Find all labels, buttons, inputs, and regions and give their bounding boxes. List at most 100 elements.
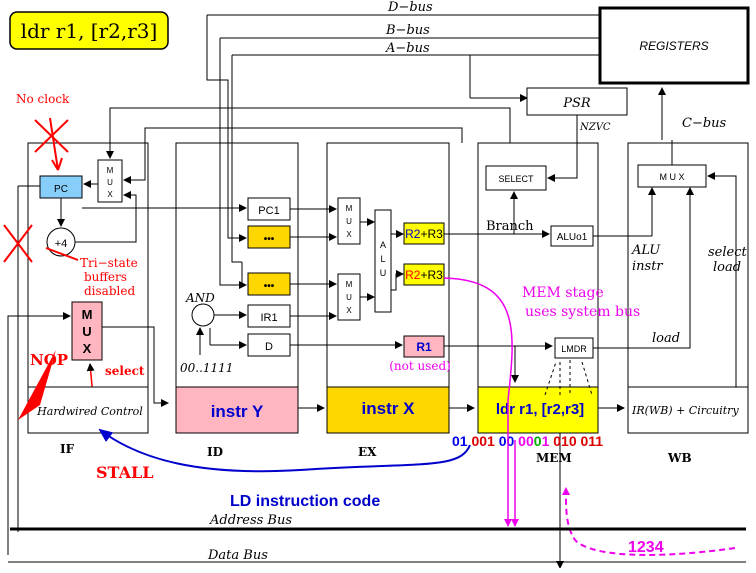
plus4-label: +4 [55, 238, 68, 250]
select-label: select [105, 364, 145, 378]
address-bus-label: Address Bus [209, 513, 292, 528]
select-box [485, 165, 547, 191]
wb-select-load: select [708, 245, 747, 260]
code-bit-group: 010 [549, 433, 576, 449]
ones-label: 00..1111 [180, 361, 233, 375]
branch-label: Branch [486, 219, 534, 234]
psr-flags-label: NZVC [579, 122, 611, 133]
ld-code-label: LD instruction code [230, 493, 380, 510]
ex-stage-label: EX [358, 445, 377, 459]
mux-letter: X [107, 190, 113, 199]
instr-y-box [175, 386, 299, 434]
wb-alu-instr: ALU [631, 243, 661, 258]
nop-arrow [18, 350, 56, 420]
b-bus-label: B−bus [385, 23, 430, 38]
psr-box: PSR [526, 87, 628, 116]
mux-letter: X [346, 306, 352, 315]
alu-unit: A L U [374, 209, 392, 313]
alu-letter: A [380, 240, 386, 250]
dots-label: ••• [264, 281, 275, 292]
wb-stage-label: WB [667, 451, 692, 465]
tri-state-line: Tri−state [80, 256, 138, 270]
mux-letter: X [346, 230, 352, 239]
hardwired-control [27, 386, 149, 434]
mem-note-line: MEM stage [522, 285, 604, 301]
address-path-arrow [443, 277, 513, 527]
mem-instr-label: ldr r1, [r2,r3] [496, 401, 584, 418]
bus-taps [206, 15, 528, 289]
plus4-adder: +4 [46, 227, 76, 257]
mux-letter: U [346, 293, 352, 302]
d-bus-label: D−bus [387, 0, 433, 15]
tri-state-x-icon [3, 224, 33, 263]
instr-x-label: instr X [362, 399, 416, 418]
ex-mux-bottom: M U X [337, 273, 361, 321]
registers-label: REGISTERS [639, 39, 708, 53]
if-small-mux: M U X [97, 159, 123, 203]
r1-label: R1 [416, 340, 432, 354]
mux-letter: U [107, 178, 113, 187]
mux-letter: M [346, 280, 353, 289]
wb-ir-label: IR(WB) + Circuitry [631, 404, 739, 417]
id-stage-label: ID [207, 445, 223, 459]
aluo1-label: ALUo1 [557, 232, 588, 243]
if-stage-label: IF [60, 442, 75, 456]
and-gate [191, 303, 215, 327]
tri-state-arrow [45, 247, 79, 261]
mux-letter: M [82, 307, 93, 322]
if-big-mux: M U X [71, 301, 103, 361]
code-bit-group: 01 [452, 433, 468, 449]
nop-label: NOP [30, 351, 68, 369]
mem-stage-label: MEM [536, 451, 572, 465]
registers-box: REGISTERS [598, 6, 750, 85]
code-bit-group: 011 [577, 433, 604, 449]
alu-letter: L [380, 254, 385, 264]
mux-letter: X [83, 341, 92, 356]
instr-y-label: instr Y [211, 402, 264, 421]
title-text: ldr r1, [r2,r3] [21, 19, 158, 43]
tri-state-line: disabled [84, 284, 135, 298]
data-bus-label: Data Bus [207, 548, 268, 563]
bus-lines [207, 14, 600, 56]
mux-letter: M [346, 204, 353, 213]
wb-ir-box [627, 386, 749, 434]
ex-mux-top: M U X [337, 197, 361, 245]
wb-alu-instr: instr [632, 259, 663, 274]
a-bus-label: A−bus [385, 41, 430, 56]
r2r3-register-bottom [403, 263, 445, 286]
dots-label: ••• [264, 234, 275, 245]
d-label: D [265, 341, 273, 353]
title-box: ldr r1, [r2,r3] [9, 11, 169, 50]
ld-code-arrow [98, 428, 471, 473]
code-bit-group: 00 [495, 433, 515, 449]
mux-letter: M [107, 166, 114, 175]
select-box-label: SELECT [498, 174, 534, 184]
code-bit-group: 00 [514, 433, 534, 449]
no-clock-arrow [49, 117, 63, 171]
no-clock-label: No clock [16, 92, 70, 106]
lmdr-label: LMDR [561, 344, 587, 354]
instruction-code-bits: 01 001 00 0001 010 011 [452, 433, 603, 449]
pc-register: PC [39, 175, 83, 199]
stall-label: STALL [96, 463, 154, 482]
not-used-label: (not used) [389, 359, 451, 373]
id-ex-wires [290, 205, 403, 349]
mem-instr-box [477, 386, 599, 434]
no-clock-x-icon [34, 119, 69, 153]
alu-letter: U [380, 268, 387, 278]
data-value-label: 1234 [628, 539, 664, 556]
pc1-label: PC1 [258, 205, 279, 217]
and-label: AND [185, 291, 215, 305]
code-bit-group: 001 [468, 433, 495, 449]
pc-label: PC [54, 184, 68, 195]
data-path-dashed [561, 487, 736, 556]
wb-select-load: load [713, 260, 741, 275]
mem-note-line: uses system bus [525, 304, 640, 320]
instr-x-box [326, 386, 450, 434]
psr-label: PSR [562, 96, 591, 111]
r2r3-top-label: R2+R3 [405, 227, 443, 241]
mux-letter: U [82, 324, 91, 339]
wb-load-label: load [652, 331, 680, 346]
code-bit-group: 1 [542, 433, 550, 449]
